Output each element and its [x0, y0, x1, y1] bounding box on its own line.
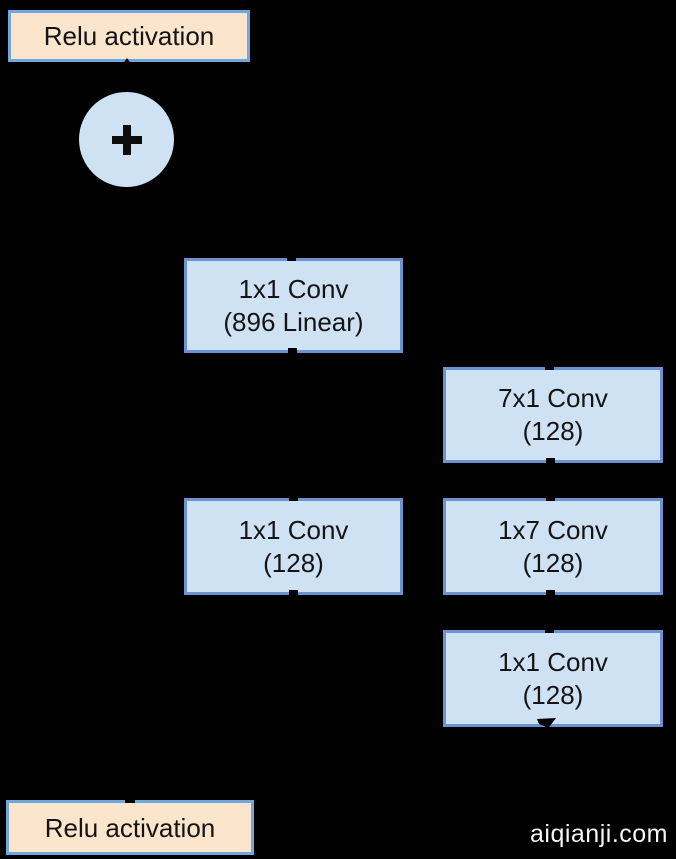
connector-stub: [546, 495, 555, 501]
conv-label-line2: (128): [522, 416, 584, 446]
connector-stub: [289, 495, 298, 501]
residual-add-circle: [79, 92, 174, 187]
plus-icon: [111, 124, 142, 155]
conv-box-1x1-128-left: 1x1 Conv (128): [184, 498, 403, 595]
relu-activation-label-top: Relu activation: [43, 21, 215, 51]
conv-box-1x7-128: 1x7 Conv (128): [443, 498, 663, 595]
arrowhead-mark: [122, 58, 132, 65]
conv-label-line1: 1x1 Conv: [238, 514, 349, 545]
conv-label-line1: 1x1 Conv: [498, 646, 608, 677]
conv-label-line1: 7x1 Conv: [498, 383, 608, 413]
conv-label-line1: 1x7 Conv: [498, 514, 608, 545]
connector-stub: [545, 364, 554, 370]
conv-box-1x1-896-linear: 1x1 Conv (896 Linear): [184, 258, 403, 353]
conv-box-7x1-128: 7x1 Conv (128): [443, 367, 663, 463]
relu-activation-box-bottom: Relu activation: [6, 800, 254, 855]
relu-activation-box-top: Relu activation: [8, 10, 250, 62]
connector-stub: [546, 590, 555, 596]
connector-stub: [546, 458, 555, 464]
conv-label-line1: 1x1 Conv: [238, 273, 349, 304]
conv-label-line2: (896 Linear): [223, 306, 364, 337]
arrowhead-mark: [537, 718, 556, 728]
connector-stub: [125, 796, 135, 803]
connector-stub: [289, 590, 298, 596]
connector-stub: [545, 627, 554, 633]
conv-label-line2: (128): [263, 547, 324, 578]
connector-stub: [288, 348, 297, 354]
relu-activation-label-bottom: Relu activation: [44, 812, 216, 843]
conv-label-line2: (128): [522, 547, 584, 578]
conv-box-1x1-128-right: 1x1 Conv (128): [443, 630, 663, 727]
connector-stub: [287, 255, 296, 261]
watermark-text: aiqianji.com: [529, 820, 668, 848]
conv-label-line2: (128): [522, 679, 584, 710]
